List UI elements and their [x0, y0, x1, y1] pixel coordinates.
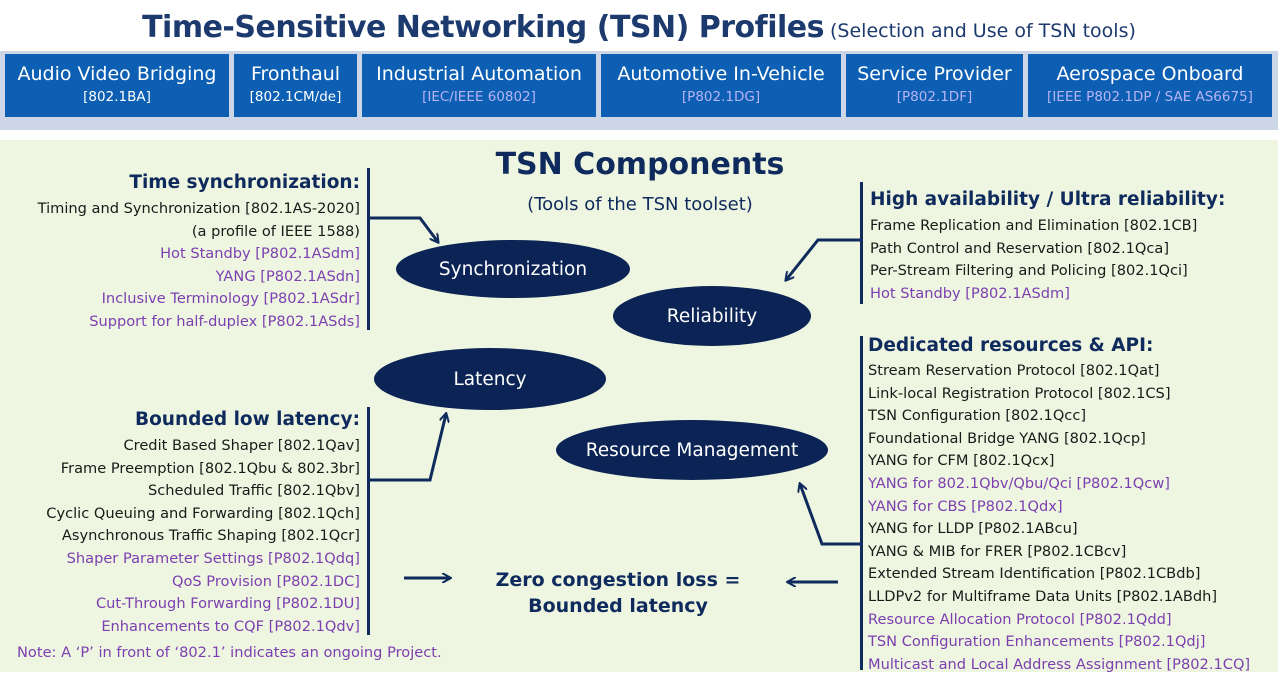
list-item: Inclusive Terminology [P802.1ASdr] [101, 290, 360, 308]
page-subtitle: (Selection and Use of TSN tools) [830, 20, 1136, 42]
components-title: TSN Components [495, 147, 785, 182]
list-item: Cut-Through Forwarding [P802.1DU] [95, 595, 360, 613]
profile-standard: [802.1CM/de] [249, 89, 342, 105]
list-item: Link-local Registration Protocol [802.1C… [868, 384, 1171, 402]
arrow-sync [370, 216, 438, 242]
list-item: YANG for CFM [802.1Qcx] [868, 452, 1055, 470]
list-item: Cyclic Queuing and Forwarding [802.1Qch] [46, 504, 360, 522]
resources-bracket [860, 336, 863, 670]
zero-congestion-line1: Zero congestion loss = [495, 569, 741, 591]
arrow-resource [800, 484, 860, 546]
list-item: Per-Stream Filtering and Policing [802.1… [870, 262, 1188, 280]
reliability-node: Reliability [613, 286, 811, 346]
list-item: TSN Configuration [802.1Qcc] [868, 407, 1087, 425]
profile-name: Aerospace Onboard [1056, 63, 1244, 85]
bounded-latency-list: Credit Based Shaper [802.1Qav] Frame Pre… [0, 435, 360, 638]
high-availability-heading: High availability / Ultra reliability: [870, 189, 1226, 210]
profile-automotive-in-vehicle: Automotive In-Vehicle [P802.1DG] [601, 54, 841, 117]
list-item: Path Control and Reservation [802.1Qca] [870, 239, 1170, 257]
list-item: Hot Standby [P802.1ASdm] [870, 284, 1070, 302]
page-title: Time-Sensitive Networking (TSN) Profiles [142, 10, 824, 45]
page-header: Time-Sensitive Networking (TSN) Profiles… [0, 0, 1278, 50]
list-item: Extended Stream Identification [P802.1CB… [868, 565, 1201, 583]
profile-standard: [IEEE P802.1DP / SAE AS6675] [1047, 89, 1253, 105]
list-item: Scheduled Traffic [802.1Qbv] [147, 482, 360, 500]
profile-standard: [P802.1DG] [681, 89, 761, 105]
time-sync-heading: Time synchronization: [129, 172, 360, 193]
profile-industrial-automation: Industrial Automation [IEC/IEEE 60802] [362, 54, 596, 117]
list-item: Multicast and Local Address Assignment [… [868, 655, 1251, 673]
list-item: Timing and Synchronization [802.1AS-2020… [37, 200, 360, 217]
time-sync-bracket [367, 168, 370, 330]
list-item: Stream Reservation Protocol [802.1Qat] [868, 362, 1160, 379]
components-area [0, 140, 1278, 672]
dedicated-resources-list: Stream Reservation Protocol [802.1Qat] L… [868, 360, 1250, 676]
profile-standard: [IEC/IEEE 60802] [422, 89, 536, 105]
footnote: Note: A ‘P’ in front of ‘802.1’ indicate… [17, 644, 442, 661]
list-item: YANG [P802.1ASdn] [215, 267, 360, 285]
list-item: YANG & MIB for FRER [P802.1CBcv] [868, 542, 1127, 560]
list-item: Foundational Bridge YANG [802.1Qcp] [868, 429, 1146, 447]
dedicated-resources-heading: Dedicated resources & API: [868, 335, 1154, 356]
arrow-reliability [786, 238, 860, 280]
list-item: YANG for 802.1Qbv/Qbu/Qci [P802.1Qcw] [868, 474, 1170, 492]
list-item: Asynchronous Traffic Shaping [802.1Qcr] [61, 527, 360, 545]
profile-name: Service Provider [857, 63, 1012, 85]
bounded-latency-bracket [367, 407, 370, 635]
profile-standard: [P802.1DF] [896, 89, 973, 105]
zero-congestion-text: Zero congestion loss = Bounded latency [480, 567, 756, 619]
zero-congestion-line2: Bounded latency [528, 595, 708, 617]
list-item: Credit Based Shaper [802.1Qav] [123, 437, 360, 454]
profile-standard: [802.1BA] [83, 89, 151, 105]
list-item: (a profile of IEEE 1588) [191, 222, 360, 240]
bounded-latency-heading: Bounded low latency: [134, 409, 360, 430]
resource-management-node: Resource Management [556, 420, 828, 480]
list-item: Hot Standby [P802.1ASdm] [160, 245, 360, 263]
profile-name: Industrial Automation [376, 63, 582, 85]
profile-name: Fronthaul [250, 63, 341, 85]
list-item: Shaper Parameter Settings [P802.1Qdq] [66, 549, 360, 567]
time-sync-list: Timing and Synchronization [802.1AS-2020… [0, 198, 360, 334]
synchronization-node: Synchronization [396, 240, 630, 298]
profile-aerospace-onboard: Aerospace Onboard [IEEE P802.1DP / SAE A… [1028, 54, 1272, 117]
profile-audio-video-bridging: Audio Video Bridging [802.1BA] [5, 54, 229, 117]
list-item: YANG for LLDP [P802.1ABcu] [868, 520, 1078, 538]
list-item: Frame Replication and Elimination [802.1… [870, 217, 1198, 234]
list-item: LLDPv2 for Multiframe Data Units [P802.1… [868, 587, 1218, 605]
components-subtitle: (Tools of the TSN toolset) [527, 194, 753, 215]
list-item: Frame Preemption [802.1Qbu & 802.3br] [60, 459, 360, 477]
profile-service-provider: Service Provider [P802.1DF] [846, 54, 1023, 117]
profile-name: Automotive In-Vehicle [617, 63, 825, 85]
list-item: YANG for CBS [P802.1Qdx] [868, 497, 1063, 515]
list-item: TSN Configuration Enhancements [P802.1Qd… [868, 633, 1206, 651]
profile-fronthaul: Fronthaul [802.1CM/de] [234, 54, 357, 117]
high-availability-list: Frame Replication and Elimination [802.1… [870, 215, 1197, 305]
list-item: Enhancements to CQF [P802.1Qdv] [101, 617, 360, 635]
list-item: QoS Provision [P802.1DC] [171, 572, 360, 590]
reliability-bracket [860, 182, 863, 304]
list-item: Support for half-duplex [P802.1ASds] [89, 312, 360, 330]
profile-name: Audio Video Bridging [17, 63, 217, 85]
latency-node: Latency [374, 348, 606, 410]
list-item: Resource Allocation Protocol [P802.1Qdd] [868, 610, 1172, 628]
arrow-latency [370, 414, 446, 482]
